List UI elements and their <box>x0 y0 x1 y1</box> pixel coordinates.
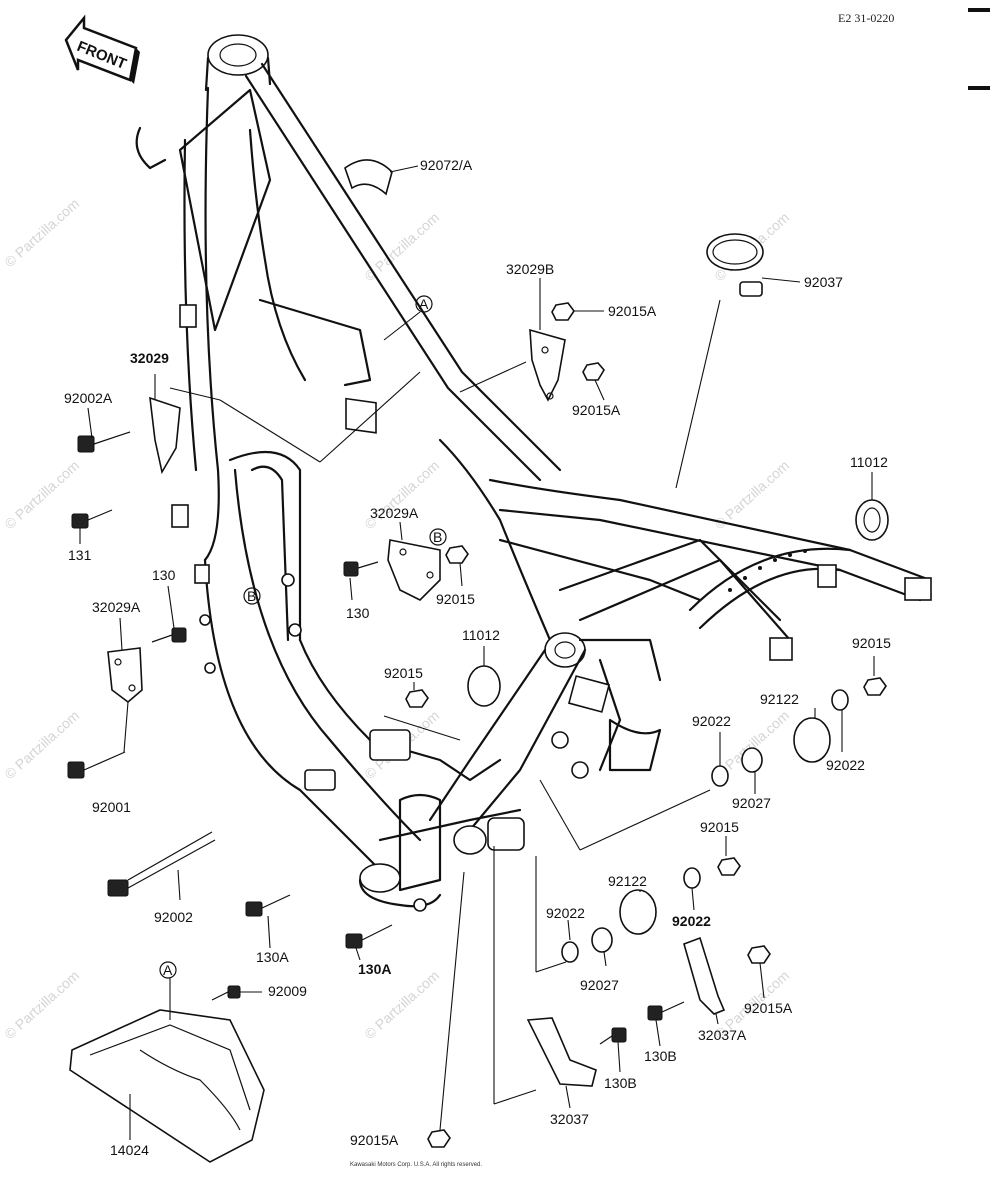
page-edge-mark <box>968 86 990 90</box>
diagram-code: E2 31-0220 <box>838 11 894 25</box>
part-callout: 92022 <box>692 713 731 729</box>
ref-marker: B <box>433 529 442 545</box>
part-callout: 11012 <box>462 627 500 643</box>
part-callout: 131 <box>68 547 92 563</box>
watermark: © Partzilla.com <box>711 457 792 532</box>
watermark: © Partzilla.com <box>1 457 82 532</box>
front-arrow-icon: FRONT <box>64 14 140 84</box>
watermark: © Partzilla.com <box>1 967 82 1042</box>
page-edge-mark <box>968 8 990 12</box>
part-callout: 92015 <box>384 665 423 681</box>
part-callout: 92022 <box>826 757 865 773</box>
part-callout: 32029B <box>506 261 554 277</box>
part-callout: 92037 <box>804 274 843 290</box>
part-callout: 92027 <box>580 977 619 993</box>
part-callout: 92122 <box>760 691 799 707</box>
ref-marker: A <box>163 962 173 978</box>
part-callout: 92009 <box>268 983 307 999</box>
part-callout: 92022 <box>546 905 585 921</box>
ref-marker: A <box>419 296 429 312</box>
watermark: © Partzilla.com <box>361 967 442 1042</box>
part-callout: 92122 <box>608 873 647 889</box>
part-callout: 92027 <box>732 795 771 811</box>
part-callout: 32029A <box>92 599 141 615</box>
part-callout: 130A <box>256 949 289 965</box>
copyright-note: Kawasaki Motors Corp. U.S.A. All rights … <box>350 1162 482 1168</box>
part-callout: 92015A <box>744 1000 793 1016</box>
part-callout: 92072/A <box>420 157 473 173</box>
part-callout: 14024 <box>110 1142 149 1158</box>
watermark: © Partzilla.com <box>1 195 82 270</box>
ref-marker: B <box>247 588 256 604</box>
part-callout: 130A <box>358 961 391 977</box>
part-callout: 92002 <box>154 909 193 925</box>
part-callout: 92001 <box>92 799 131 815</box>
part-callout: 32029A <box>370 505 419 521</box>
part-callout: 130B <box>604 1075 637 1091</box>
part-callout: 130 <box>346 605 370 621</box>
part-callout: 92015A <box>572 402 621 418</box>
part-callout: 92022 <box>672 913 711 929</box>
part-callout: 11012 <box>850 454 888 470</box>
parts <box>67 159 889 1163</box>
callout-labels: 92072/A 92037 32029B 92015A 92015A 32029… <box>64 157 891 1158</box>
part-callout: 92015 <box>852 635 891 651</box>
part-callout: 92002A <box>64 390 113 406</box>
part-callout: 32029 <box>130 350 169 366</box>
leader-lines <box>79 165 875 1140</box>
part-callout: 92015A <box>608 303 657 319</box>
part-callout: 130 <box>152 567 176 583</box>
part-callout: 92015 <box>436 591 475 607</box>
reference-markers: A A B B <box>159 295 447 979</box>
motorcycle-frame <box>135 34 932 912</box>
part-callout: 32037A <box>698 1027 747 1043</box>
part-callout: 130B <box>644 1048 677 1064</box>
part-callout: 32037 <box>550 1111 589 1127</box>
part-callout: 92015 <box>700 819 739 835</box>
part-callout: 92015A <box>350 1132 399 1148</box>
